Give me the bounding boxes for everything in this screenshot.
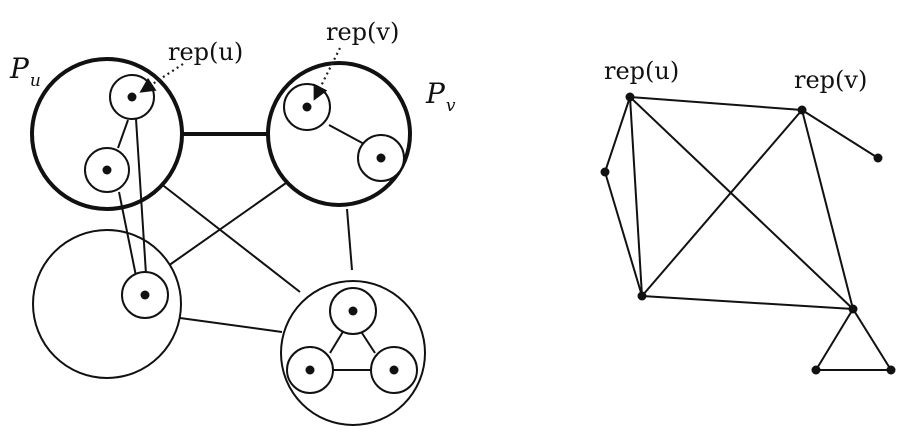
bottom-right-node-right xyxy=(848,304,858,314)
rep-v-pointer xyxy=(313,47,341,101)
triangle-top-node xyxy=(348,306,358,316)
triangle-bottom-right-node-right xyxy=(886,365,896,375)
rep-u-label-right: rep(u) xyxy=(604,57,679,85)
triangle-right-node xyxy=(389,365,399,375)
rep-u-node-right xyxy=(625,92,635,102)
edge-pu-bottom-to-lower-left xyxy=(118,191,137,277)
right-node-right xyxy=(873,153,883,163)
edge-bottom-left-bottom-right xyxy=(641,295,854,310)
edge-pu-top-to-lower-left xyxy=(135,118,147,275)
bottom-left-node-right xyxy=(637,291,647,301)
rep-v-label-right: rep(v) xyxy=(794,66,867,94)
edge-rep-v-bottom-right xyxy=(801,109,854,310)
left-node-right xyxy=(600,167,610,177)
triangle-bottom-left-node-right xyxy=(811,365,821,375)
rep-u-node-left xyxy=(127,92,137,102)
rep-v-label-left: rep(v) xyxy=(326,18,399,46)
cluster-pv xyxy=(266,61,412,207)
edge-triangle-right-1 xyxy=(815,308,854,371)
edge-triangle-top-right xyxy=(359,329,376,354)
rep-v-node-right xyxy=(797,105,807,115)
edge-pv-lower-right-cluster xyxy=(346,208,353,271)
edge-pu-lower-right-cluster xyxy=(159,182,301,293)
rep-v-node-left xyxy=(302,102,312,112)
edge-rep-v-bottom-left xyxy=(641,109,803,297)
edge-triangle-right-2 xyxy=(852,308,892,371)
edge-rep-u-bottom-left xyxy=(629,96,643,297)
edge-pv-inner xyxy=(328,124,367,146)
edge-triangle-top-left xyxy=(329,329,345,354)
pv-label: Pv xyxy=(425,77,456,116)
lower-left-node xyxy=(140,290,150,300)
left-clustered-graph: Pu Pv rep(u) rep(v) xyxy=(9,18,456,426)
edge-rep-u-rep-v xyxy=(629,96,803,111)
edge-left-node-bottom-left xyxy=(604,171,643,297)
edge-lower-left-lower-right xyxy=(179,317,283,333)
triangle-left-node xyxy=(305,365,315,375)
edge-rep-u-bottom-right xyxy=(629,96,854,310)
edge-rep-u-left-node xyxy=(604,96,631,173)
rep-u-label-left: rep(u) xyxy=(168,38,243,66)
edge-pu-top-to-pu-bottom xyxy=(117,119,129,149)
edge-pv-lower-left-cluster xyxy=(167,182,287,267)
pu-label: Pu xyxy=(9,52,41,91)
edge-rep-v-right-node xyxy=(801,109,879,159)
pv-right-node xyxy=(376,153,386,163)
pu-bottom-node xyxy=(102,165,112,175)
right-representative-graph: rep(u) rep(v) xyxy=(600,57,896,375)
cluster-lower-left xyxy=(32,229,182,379)
